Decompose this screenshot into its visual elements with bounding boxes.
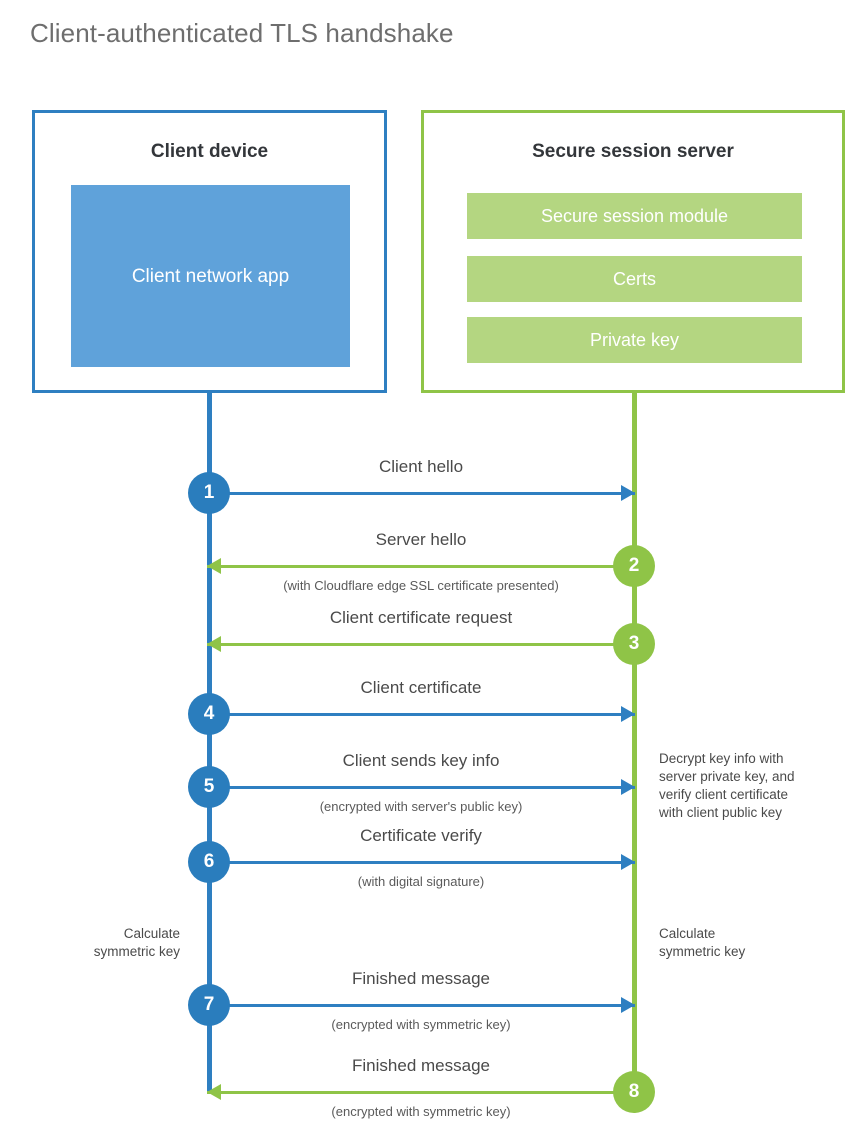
step-badge-3[interactable]: 3	[613, 623, 655, 665]
arrow-shaft	[207, 860, 635, 864]
arrow-shaft	[207, 1090, 635, 1094]
arrow-head-right-icon	[621, 706, 635, 722]
step-badge-8[interactable]: 8	[613, 1071, 655, 1113]
step-badge-7[interactable]: 7	[188, 984, 230, 1026]
client-lifeline	[207, 392, 212, 1092]
arrow-shaft	[207, 564, 635, 568]
message-label-2: Server hello	[375, 530, 467, 549]
step-badge-4[interactable]: 4	[188, 693, 230, 735]
note-server-decrypt: Decrypt key info with server private key…	[659, 751, 795, 820]
server-bar-certs: Certs	[467, 256, 802, 302]
step-badge-1[interactable]: 1	[188, 472, 230, 514]
arrow-shaft	[207, 1003, 635, 1007]
arrow-shaft	[207, 642, 635, 646]
message-label-4: Client certificate	[360, 678, 482, 697]
client-device-title: Client device	[150, 141, 269, 162]
arrow-shaft	[207, 712, 635, 716]
arrow-shaft	[207, 785, 635, 789]
step-badge-2[interactable]: 2	[613, 545, 655, 587]
arrow-head-left-icon	[207, 558, 221, 574]
message-sub-7: (encrypted with symmetric key)	[331, 1017, 511, 1032]
arrow-head-left-icon	[207, 636, 221, 652]
note-client-calculate-symmetric-key: Calculate symmetric key	[93, 926, 180, 959]
step-badge-5[interactable]: 5	[188, 766, 230, 808]
arrow-head-right-icon	[621, 779, 635, 795]
client-device-box: Client device Client network app	[32, 110, 387, 393]
arrow-head-left-icon	[207, 1084, 221, 1100]
message-label-8: Finished message	[352, 1056, 490, 1075]
message-label-5: Client sends key info	[342, 751, 500, 770]
step-badge-6[interactable]: 6	[188, 841, 230, 883]
message-label-7: Finished message	[352, 969, 490, 988]
message-sub-2: (with Cloudflare edge SSL certificate pr…	[283, 578, 559, 593]
message-sub-8: (encrypted with symmetric key)	[331, 1104, 511, 1119]
secure-session-server-title: Secure session server	[532, 141, 734, 162]
server-lifeline	[632, 392, 637, 1092]
message-label-6: Certificate verify	[360, 826, 482, 845]
arrow-shaft	[207, 491, 635, 495]
note-server-calculate-symmetric-key: Calculate symmetric key	[659, 926, 746, 959]
arrow-head-right-icon	[621, 997, 635, 1013]
client-network-app-block: Client network app	[71, 185, 350, 367]
server-bar-secure-session-module: Secure session module	[467, 193, 802, 239]
page-title: Client-authenticated TLS handshake	[30, 18, 454, 48]
message-label-3: Client certificate request	[329, 608, 513, 627]
message-sub-6: (with digital signature)	[357, 874, 485, 889]
arrow-head-right-icon	[621, 854, 635, 870]
arrow-head-right-icon	[621, 485, 635, 501]
message-sub-5: (encrypted with server's public key)	[319, 799, 523, 814]
message-label-1: Client hello	[378, 457, 464, 476]
secure-session-server-box: Secure session server Secure session mod…	[421, 110, 845, 393]
server-bar-private-key: Private key	[467, 317, 802, 363]
